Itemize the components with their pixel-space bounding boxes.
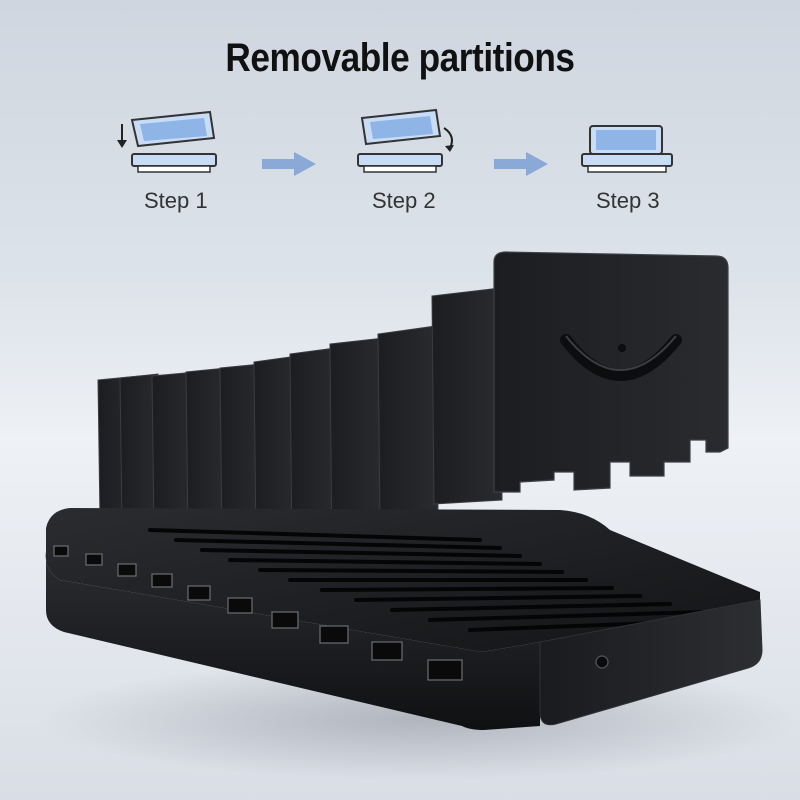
step-1-partition-lid [130, 110, 216, 148]
step-2-rotate-arrow-icon [443, 127, 454, 152]
usb-port-5 [187, 585, 211, 601]
partition-10 [431, 287, 503, 505]
usb-port-1 [53, 545, 69, 557]
page-title: Removable partitions [225, 36, 575, 80]
base-end-face [539, 599, 763, 726]
step-1-label: Step 1 [144, 188, 208, 213]
partition-front [493, 251, 729, 493]
partition-stack [97, 251, 729, 561]
step-1-base [131, 153, 217, 173]
usb-port-2 [85, 553, 103, 566]
usb-port-10 [427, 659, 463, 681]
step-2-label: Step 2 [372, 188, 436, 213]
partition-9 [377, 325, 439, 521]
step-2-illustration [357, 108, 454, 173]
usb-port-3 [117, 563, 137, 577]
smile-grip-icon [560, 334, 682, 381]
step-2-base [357, 153, 443, 173]
base-front-face [45, 552, 541, 730]
usb-port-6 [227, 597, 253, 614]
step-arrow-1-icon [262, 152, 316, 176]
step-2-partition-lid [360, 108, 442, 146]
dc-power-jack-icon [595, 655, 609, 669]
step-arrow-2-icon [494, 152, 548, 176]
step-1-illustration [117, 110, 217, 173]
usb-port-9 [371, 641, 403, 661]
step-3-illustration [581, 125, 673, 173]
step-3-label: Step 3 [596, 188, 660, 213]
step-3-assembled-unit [581, 125, 673, 173]
step-1-down-arrow-icon [117, 124, 127, 148]
usb-ports [53, 545, 463, 681]
usb-port-7 [271, 611, 299, 629]
usb-port-8 [319, 625, 349, 644]
base-slots [148, 528, 736, 632]
usb-port-4 [151, 573, 173, 588]
